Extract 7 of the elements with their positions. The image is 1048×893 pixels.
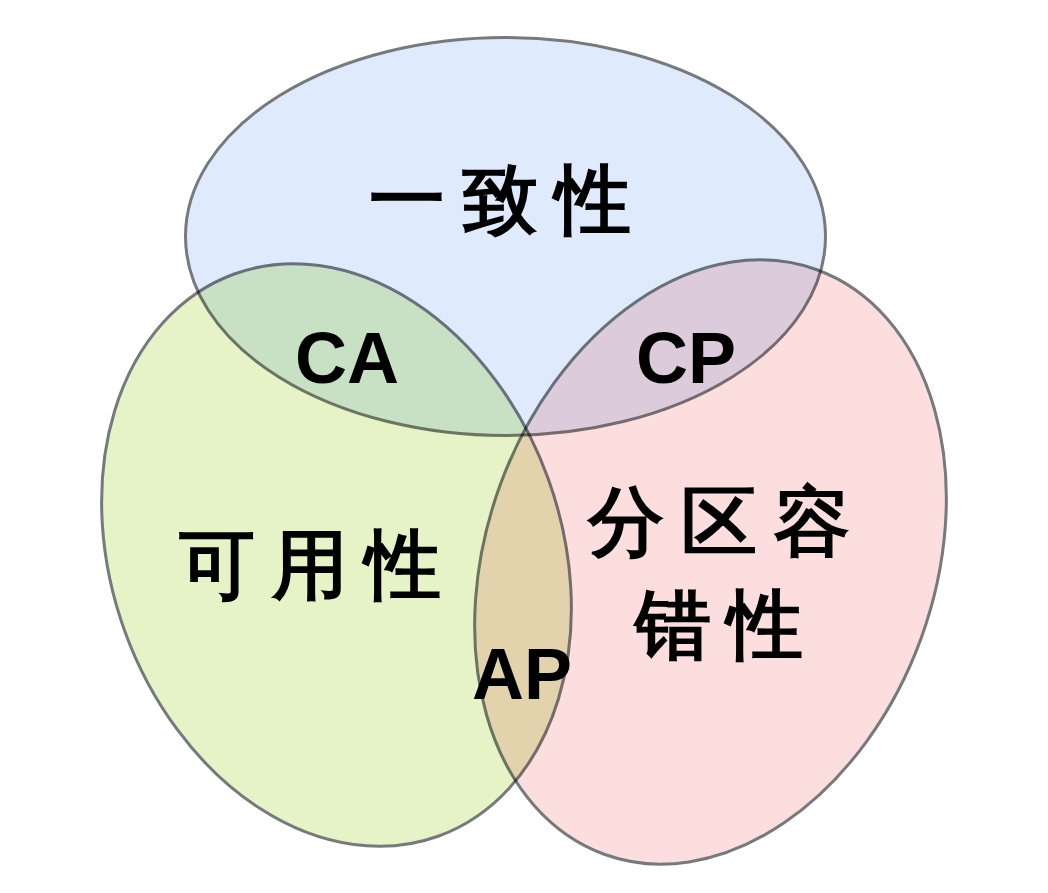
intersection-label: AP bbox=[472, 638, 572, 710]
set-label: 分区容错性 bbox=[586, 478, 868, 669]
intersection-label: CP bbox=[636, 322, 736, 394]
intersection-label: CA bbox=[295, 322, 399, 394]
set-label: 可用性 bbox=[178, 520, 459, 609]
set-label: 一致性 bbox=[368, 155, 649, 244]
venn-ellipse bbox=[473, 258, 948, 866]
